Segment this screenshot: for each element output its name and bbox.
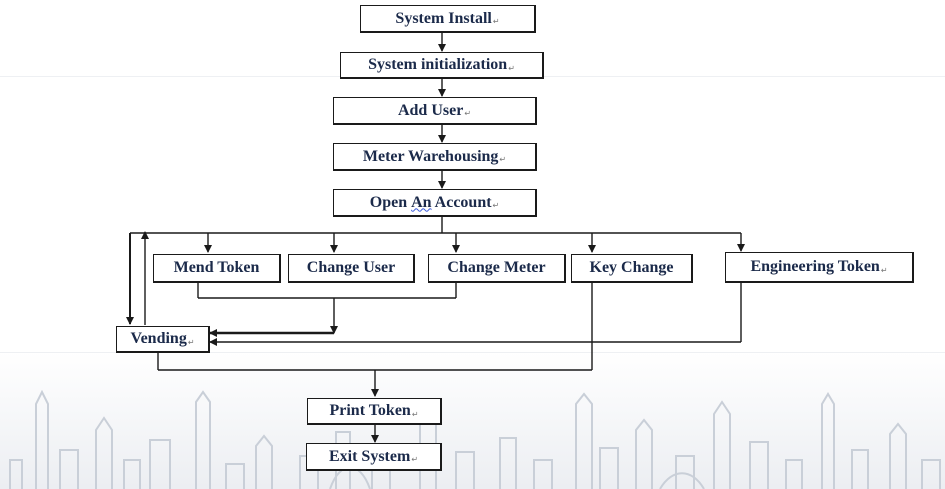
return-mark: ↵ <box>508 63 515 73</box>
step-label-end: Account <box>431 193 492 211</box>
step-open-an-account: Open An Account↵ <box>333 189 537 217</box>
step-label-start: Open <box>369 193 412 211</box>
step-mend-token: Mend Token <box>153 254 281 283</box>
step-label: System initialization <box>368 56 508 73</box>
step-print-token: Print Token↵ <box>307 398 442 425</box>
step-label: Exit System <box>328 447 411 465</box>
step-label: System Install <box>395 9 492 27</box>
step-vending: Vending↵ <box>116 326 210 353</box>
step-label: Add User <box>397 101 464 119</box>
return-mark: ↵ <box>411 409 419 419</box>
return-mark: ↵ <box>492 201 500 210</box>
return-mark: ↵ <box>411 455 419 464</box>
step-change-meter: Change Meter <box>428 254 566 283</box>
step-meter-warehousing: Meter Warehousing↵ <box>333 143 537 171</box>
step-change-user: Change User <box>288 254 415 283</box>
step-label: Change User <box>306 259 396 276</box>
step-exit-system: Exit System↵ <box>306 443 442 471</box>
step-engineering-token: Engineering Token↵ <box>725 252 914 283</box>
step-add-user: Add User↵ <box>333 97 537 125</box>
return-mark: ↵ <box>464 109 472 118</box>
step-label: Vending <box>130 330 187 347</box>
step-label: Mend Token <box>173 259 260 276</box>
step-label: Key Change <box>589 259 674 276</box>
step-system-initialization: System initialization↵ <box>340 52 544 79</box>
return-mark: ↵ <box>499 155 507 164</box>
step-label-underlined-word: An <box>411 193 432 211</box>
step-label: Print Token <box>329 402 411 419</box>
return-mark: ↵ <box>492 17 500 26</box>
step-label: Engineering Token <box>750 258 880 275</box>
step-label: Meter Warehousing <box>362 147 499 165</box>
background-band <box>0 352 945 489</box>
background-divider <box>0 352 945 353</box>
step-key-change: Key Change <box>571 254 693 283</box>
step-system-install: System Install↵ <box>360 5 536 33</box>
return-mark: ↵ <box>880 265 888 275</box>
return-mark: ↵ <box>187 337 195 347</box>
step-label: Change Meter <box>447 259 546 276</box>
